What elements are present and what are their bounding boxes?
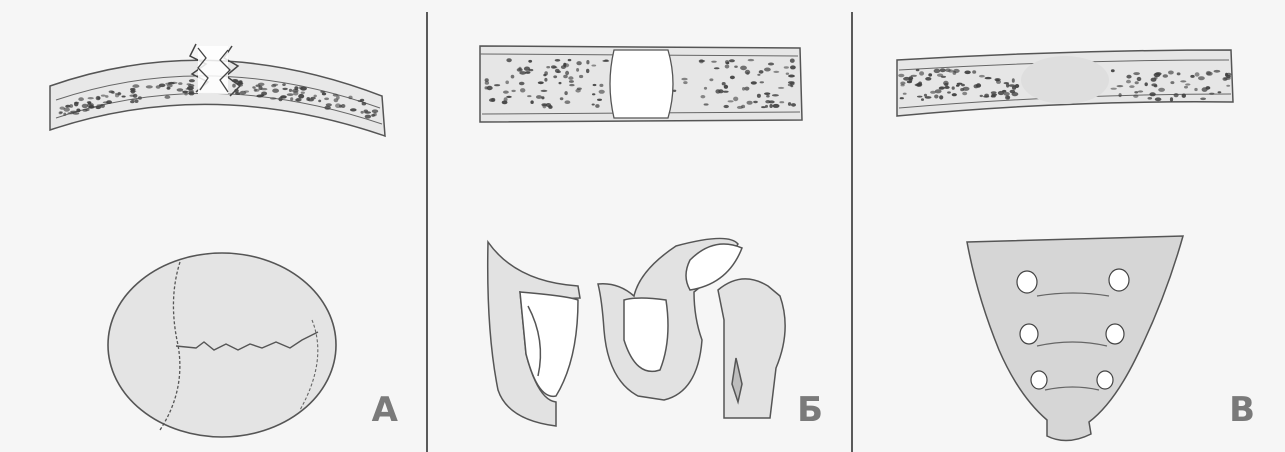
sacrum-illustration <box>967 236 1183 441</box>
panel-c: В <box>853 0 1285 452</box>
panel-b-drawing <box>428 0 853 452</box>
panel-label: Б <box>797 390 823 430</box>
skull-top-view-illustration <box>108 253 336 437</box>
panel-label: В <box>1229 390 1255 430</box>
synostosis-section-illustration <box>897 50 1233 116</box>
suture-section-illustration <box>50 44 385 136</box>
panel-a-drawing <box>0 0 428 452</box>
panel-c-drawing <box>853 0 1285 452</box>
synchondrosis-section-illustration <box>480 46 802 122</box>
panel-label: А <box>372 390 398 430</box>
panel-b: Б <box>428 0 853 452</box>
pelvis-illustration <box>488 238 785 426</box>
panel-a: А <box>0 0 428 452</box>
